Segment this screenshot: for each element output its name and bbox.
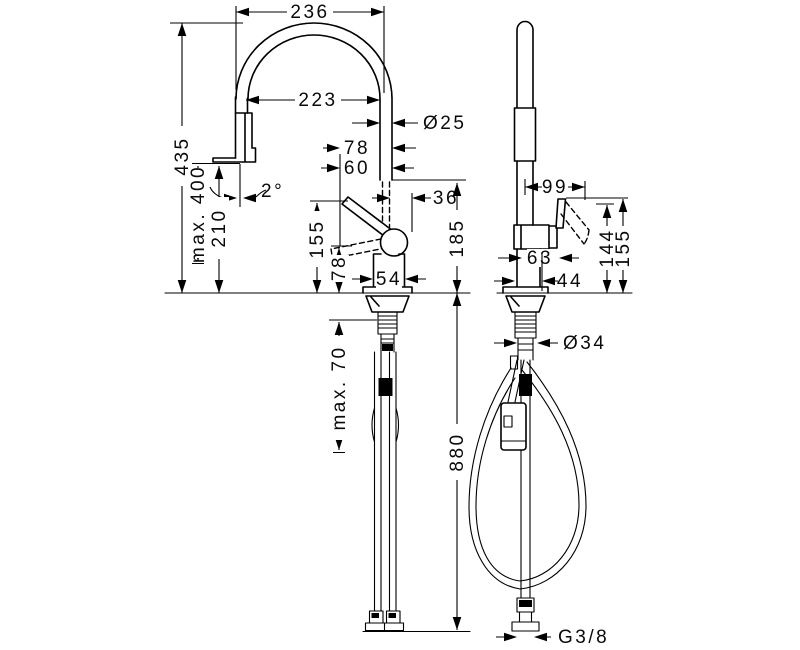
spout-tube-side: [513, 20, 537, 226]
lever-pivot-circle: [379, 228, 409, 257]
dim-36: 36: [372, 188, 459, 232]
dim-223: 223: [246, 90, 380, 111]
g38-fitting-black: [519, 600, 532, 607]
body-below-handle: [502, 248, 549, 294]
hose-connector-black: [378, 378, 393, 396]
dim-angle-2deg: 2°: [209, 164, 284, 207]
dim-78h-label: 78: [344, 138, 370, 159]
hose-end-black-right: [388, 613, 396, 618]
dim-223-label: 223: [298, 90, 337, 111]
dim-36-label: 36: [433, 188, 459, 209]
hose-end-fittings: [364, 610, 405, 632]
dim-236-label: 236: [290, 2, 329, 23]
spray-head: [212, 112, 257, 163]
tube-connector-black: [519, 374, 532, 396]
dimensions: 236 223 Ø25 78 60: [169, 2, 634, 648]
dim-angle-label: 2°: [261, 181, 284, 202]
dim-435-label: 435: [172, 136, 193, 175]
mounting-shank-side: [514, 311, 537, 361]
dim-880-label: 880: [447, 432, 468, 471]
dim-44: 44: [494, 253, 583, 292]
dim-max-70: max. 70: [329, 319, 377, 454]
handle-lever-lowered-dashed: [330, 238, 384, 260]
pullout-hose-dashed: [381, 181, 391, 229]
dim-236: 236: [235, 2, 385, 93]
dim-63-label: 63: [527, 248, 553, 269]
dim-diameter-25: Ø25: [352, 113, 466, 134]
handle-body-side: [513, 224, 558, 250]
dim-54: 54: [352, 269, 426, 290]
dim-max400-label: max. 400: [188, 165, 209, 263]
lever-swing-dashed: [560, 201, 590, 245]
dim-155f-label: 155: [307, 219, 328, 258]
dim-880: 880: [447, 293, 468, 630]
dim-78-vertical: 78: [329, 245, 352, 293]
side-view: [468, 20, 633, 632]
hose-loop: [468, 361, 587, 590]
dim-diameter-34: Ø34: [494, 333, 606, 354]
g38-fitting: [511, 597, 540, 632]
dim-435: 435: [169, 22, 243, 293]
dim-63: 63: [498, 248, 579, 269]
front-view: [164, 22, 471, 633]
dim-54-label: 54: [376, 269, 402, 290]
dim-99: 99: [524, 177, 586, 200]
dim-155s-label: 155: [613, 228, 634, 267]
dim-155-front: 155: [307, 200, 348, 293]
shank-nut-black: [382, 344, 393, 351]
dim-185-label: 185: [447, 218, 468, 257]
side-tab: [509, 355, 519, 370]
base-flange-side: [505, 295, 546, 313]
dim-144-label: 144: [597, 228, 618, 267]
dim-185: 185: [392, 179, 468, 293]
supply-tube-side: [507, 359, 531, 599]
mounting-shank: [377, 311, 398, 353]
dim-60: 60: [321, 158, 414, 179]
dim-78v-label: 78: [329, 255, 350, 281]
dim-44-label: 44: [557, 271, 583, 292]
dim-78-horizontal: 78: [323, 138, 416, 246]
dim-g38: G3/8: [496, 627, 609, 648]
supply-hoses: [371, 351, 400, 612]
dim-max70-label: max. 70: [329, 345, 350, 430]
dim-155-side: 155: [566, 197, 634, 293]
dim-60-label: 60: [344, 158, 370, 179]
dim-25-label: Ø25: [423, 113, 466, 134]
dim-34-label: Ø34: [563, 333, 606, 354]
dim-210: 210: [209, 166, 230, 293]
base-flange: [365, 295, 410, 313]
hose-weight: [500, 402, 527, 451]
dim-g38-label: G3/8: [558, 627, 609, 648]
dim-max-400: max. 400: [188, 162, 240, 265]
dim-144: 144: [596, 203, 618, 293]
dim-99-label: 99: [542, 177, 568, 198]
spout-arc: [234, 22, 393, 181]
hose-end-black-left: [371, 613, 379, 618]
dim-210-label: 210: [209, 208, 230, 247]
